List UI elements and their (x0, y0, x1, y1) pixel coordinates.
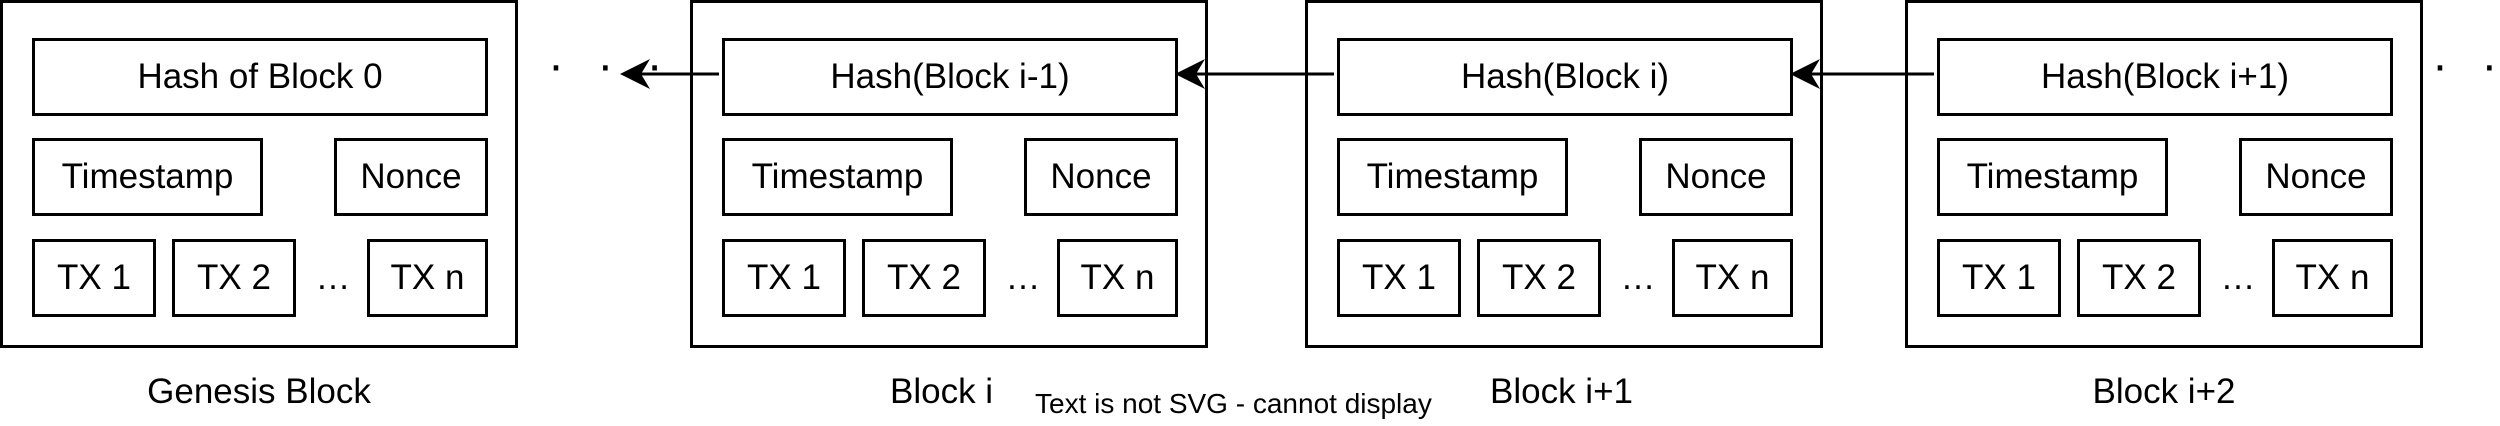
hash-label: Hash(Block i) (1460, 57, 1670, 96)
tx-ellipsis: … (1608, 239, 1668, 317)
timestamp-field: Timestamp (1337, 138, 1568, 216)
tx-ellipsis-label: … (1005, 258, 1041, 297)
hash-field: Hash(Block i) (1337, 38, 1793, 116)
timestamp-field: Timestamp (1937, 138, 2168, 216)
timestamp-label: Timestamp (751, 157, 924, 196)
block-i: Hash(Block i-1) Timestamp Nonce TX 1 TX … (690, 0, 1208, 348)
tx-1-field: TX 1 (1337, 239, 1461, 317)
tx-2-label: TX 2 (1502, 258, 1576, 297)
tx-1-field: TX 1 (32, 239, 156, 317)
tx-2-field: TX 2 (172, 239, 296, 317)
chain-dots-left: · · · (548, 39, 673, 92)
hash-field: Hash of Block 0 (32, 38, 488, 116)
caption-block-i: Block i (890, 372, 994, 411)
nonce-field: Nonce (2239, 138, 2393, 216)
tx-n-label: TX n (2295, 258, 2370, 297)
timestamp-label: Timestamp (1966, 157, 2139, 196)
tx-ellipsis: … (303, 239, 363, 317)
tx-n-label: TX n (1080, 258, 1155, 297)
tx-n-field: TX n (2272, 239, 2393, 317)
caption-genesis-block: Genesis Block (147, 372, 371, 411)
tx-ellipsis: … (2208, 239, 2268, 317)
hash-label: Hash of Block 0 (137, 57, 383, 96)
tx-1-label: TX 1 (747, 258, 821, 297)
nonce-field: Nonce (1024, 138, 1178, 216)
tx-n-label: TX n (1695, 258, 1770, 297)
hash-label: Hash(Block i-1) (830, 57, 1070, 96)
caption-block-i-plus-2: Block i+2 (2092, 372, 2236, 411)
tx-2-label: TX 2 (2102, 258, 2176, 297)
hash-field: Hash(Block i+1) (1937, 38, 2393, 116)
hash-label: Hash(Block i+1) (2040, 57, 2289, 96)
tx-2-field: TX 2 (1477, 239, 1601, 317)
chain-dots-right: · · · (2432, 39, 2500, 92)
tx-n-field: TX n (367, 239, 488, 317)
tx-1-label: TX 1 (1962, 258, 2036, 297)
tx-1-field: TX 1 (722, 239, 846, 317)
nonce-label: Nonce (1050, 157, 1152, 196)
tx-1-label: TX 1 (57, 258, 131, 297)
tx-ellipsis: … (993, 239, 1053, 317)
block-i-plus-2: Hash(Block i+1) Timestamp Nonce TX 1 TX … (1905, 0, 2423, 348)
tx-ellipsis-label: … (1620, 258, 1656, 297)
nonce-field: Nonce (1639, 138, 1793, 216)
hash-field: Hash(Block i-1) (722, 38, 1178, 116)
tx-1-label: TX 1 (1362, 258, 1436, 297)
tx-ellipsis-label: … (315, 258, 351, 297)
tx-2-field: TX 2 (2077, 239, 2201, 317)
nonce-field: Nonce (334, 138, 488, 216)
timestamp-label: Timestamp (1366, 157, 1539, 196)
caption-block-i-plus-1: Block i+1 (1490, 372, 1633, 411)
tx-n-field: TX n (1672, 239, 1793, 317)
timestamp-field: Timestamp (722, 138, 953, 216)
tx-n-label: TX n (390, 258, 465, 297)
tx-ellipsis-label: … (2220, 258, 2256, 297)
tx-n-field: TX n (1057, 239, 1178, 317)
block-i-plus-1: Hash(Block i) Timestamp Nonce TX 1 TX 2 … (1305, 0, 1823, 348)
nonce-label: Nonce (1665, 157, 1767, 196)
tx-1-field: TX 1 (1937, 239, 2061, 317)
tx-2-label: TX 2 (197, 258, 271, 297)
tx-2-field: TX 2 (862, 239, 986, 317)
timestamp-field: Timestamp (32, 138, 263, 216)
nonce-label: Nonce (2265, 157, 2367, 196)
timestamp-label: Timestamp (61, 157, 234, 196)
nonce-label: Nonce (360, 157, 462, 196)
genesis-block: Hash of Block 0 Timestamp Nonce TX 1 TX … (0, 0, 518, 348)
svg-warning-text: Text is not SVG - cannot display (1035, 388, 1432, 419)
tx-2-label: TX 2 (887, 258, 961, 297)
